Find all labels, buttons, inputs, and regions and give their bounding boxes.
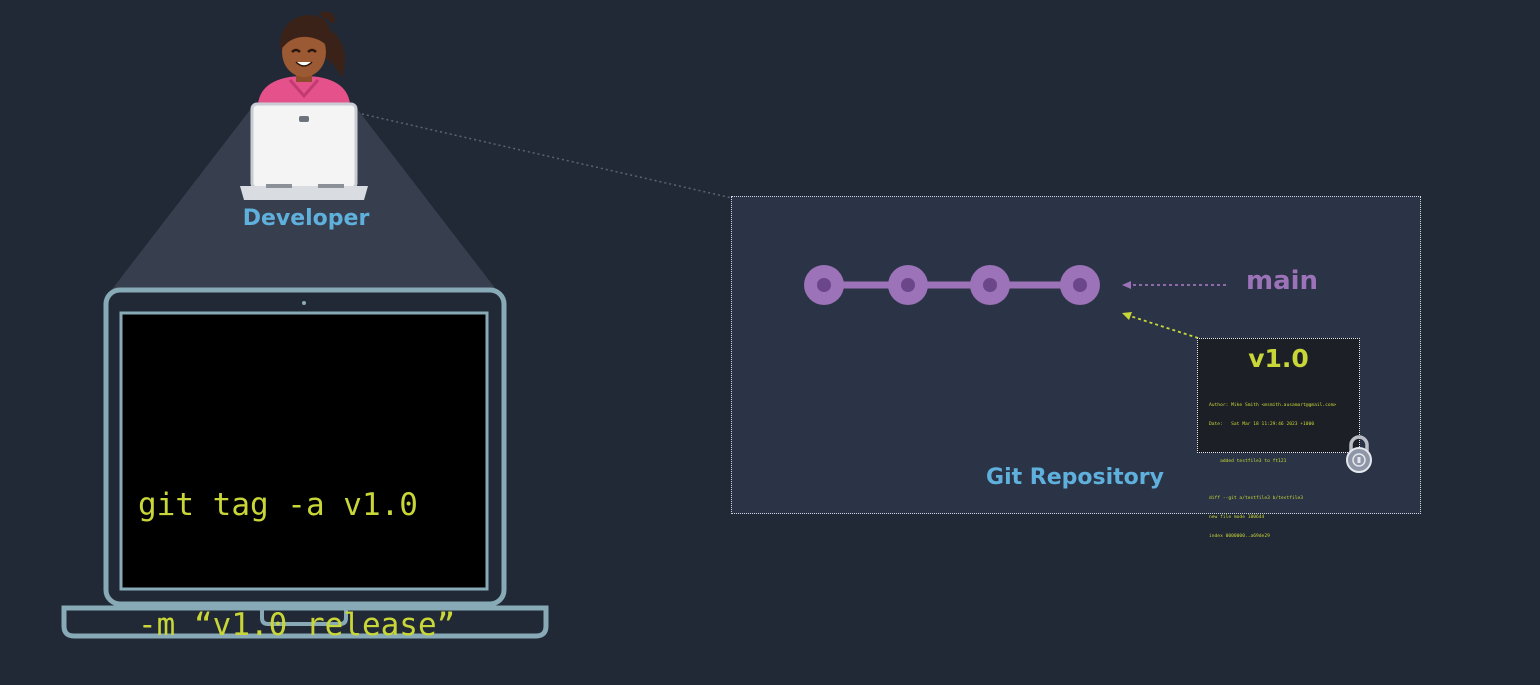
commit-node bbox=[888, 265, 928, 305]
spotlight-beam bbox=[110, 110, 498, 292]
tag-detail-line: new file mode 100644 bbox=[1209, 515, 1265, 521]
commit-node bbox=[970, 265, 1010, 305]
tag-name: v1.0 bbox=[1248, 344, 1309, 373]
commit-node bbox=[1060, 265, 1100, 305]
tag-detail-line: Author: Mike Smith <msmith.ausamart@gmai… bbox=[1209, 403, 1337, 409]
repository-label: Git Repository bbox=[986, 465, 1164, 490]
branch-pointer-arrow bbox=[1122, 281, 1226, 289]
tag-detail-line: added testfile3 to ft121 bbox=[1209, 459, 1287, 465]
tag-details: Author: Mike Smith <msmith.ausamart@gmai… bbox=[1209, 391, 1336, 546]
developer-avatar bbox=[258, 11, 350, 104]
tag-detail-line: Date: Sat Mar 18 11:29:46 2023 +1000 bbox=[1209, 422, 1315, 428]
developer-label: Developer bbox=[242, 206, 370, 231]
tag-detail-line: diff --git a/testfile3 b/testfile3 bbox=[1209, 496, 1304, 502]
tag-card bbox=[1197, 338, 1360, 453]
branch-label-main: main bbox=[1246, 266, 1319, 296]
tag-detail-line: index 0000000..a69de29 bbox=[1209, 533, 1270, 539]
terminal-command: git tag -a v1.0 -m “v1.0 release” bbox=[138, 405, 455, 685]
terminal-line: -m “v1.0 release” bbox=[138, 607, 456, 643]
commit-node bbox=[804, 265, 844, 305]
tag-detail-line bbox=[1209, 478, 1336, 484]
tag-pointer-arrow bbox=[1122, 312, 1199, 339]
tag-detail-line bbox=[1209, 441, 1336, 447]
lock-icon bbox=[1346, 435, 1372, 473]
developer-laptop bbox=[240, 102, 368, 200]
developer-repo-connector bbox=[361, 113, 733, 199]
terminal-line: git tag -a v1.0 bbox=[138, 487, 418, 523]
terminal-laptop bbox=[61, 287, 549, 639]
